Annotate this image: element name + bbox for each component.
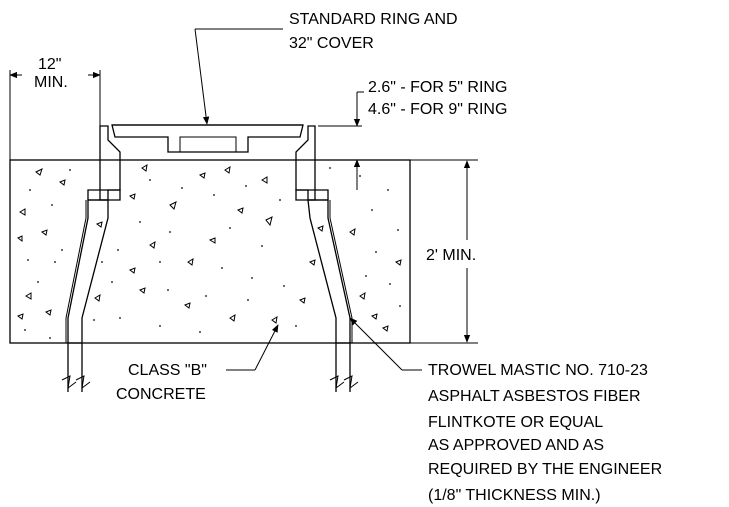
class-b-label-line2: CONCRETE — [116, 386, 206, 403]
concrete-aggregate-marks — [16, 164, 402, 332]
dimension-12in-value: 12" — [38, 56, 61, 73]
ring-cover-label-line2: 32" COVER — [289, 35, 374, 52]
class-b-label-line1: CLASS "B" — [128, 362, 207, 379]
mastic-line-left — [65, 200, 87, 343]
concrete-dots — [24, 167, 401, 339]
dimension-2ft-label: 2' MIN. — [426, 247, 476, 264]
ring-cover-label-line1: STANDARD RING AND — [289, 11, 458, 28]
pipe-stub-right — [329, 343, 359, 392]
left-taper-wall — [67, 199, 109, 344]
mastic-note-line4: AS APPROVED AND AS — [428, 437, 604, 454]
ring-5-label: 2.6" - FOR 5" RING — [368, 79, 507, 96]
mastic-note-line5: REQUIRED BY THE ENGINEER — [428, 461, 662, 478]
mastic-note-line1: TROWEL MASTIC NO. 710-23 — [428, 362, 648, 379]
mastic-note-line6: (1/8" THICKNESS MIN.) — [428, 487, 601, 504]
mastic-leader — [349, 317, 422, 371]
mastic-line-right — [329, 200, 353, 343]
dimension-12in-min: MIN. — [34, 74, 68, 91]
dimension-2ft — [410, 159, 478, 344]
dimension-ring-height — [318, 91, 364, 190]
dimension-12in — [9, 70, 101, 160]
class-b-leader — [226, 324, 279, 371]
pipe-stub-left — [61, 343, 91, 392]
ring-9-label: 4.6" - FOR 9" RING — [368, 101, 507, 118]
right-taper-wall — [307, 199, 351, 344]
mastic-note-line3: FLINTKOTE OR EQUAL — [428, 414, 603, 431]
ring-cover-leader — [194, 28, 283, 125]
concrete-slab — [9, 159, 411, 344]
manhole-cover — [111, 124, 304, 153]
mastic-note-line2: ASPHALT ASBESTOS FIBER — [428, 388, 641, 405]
